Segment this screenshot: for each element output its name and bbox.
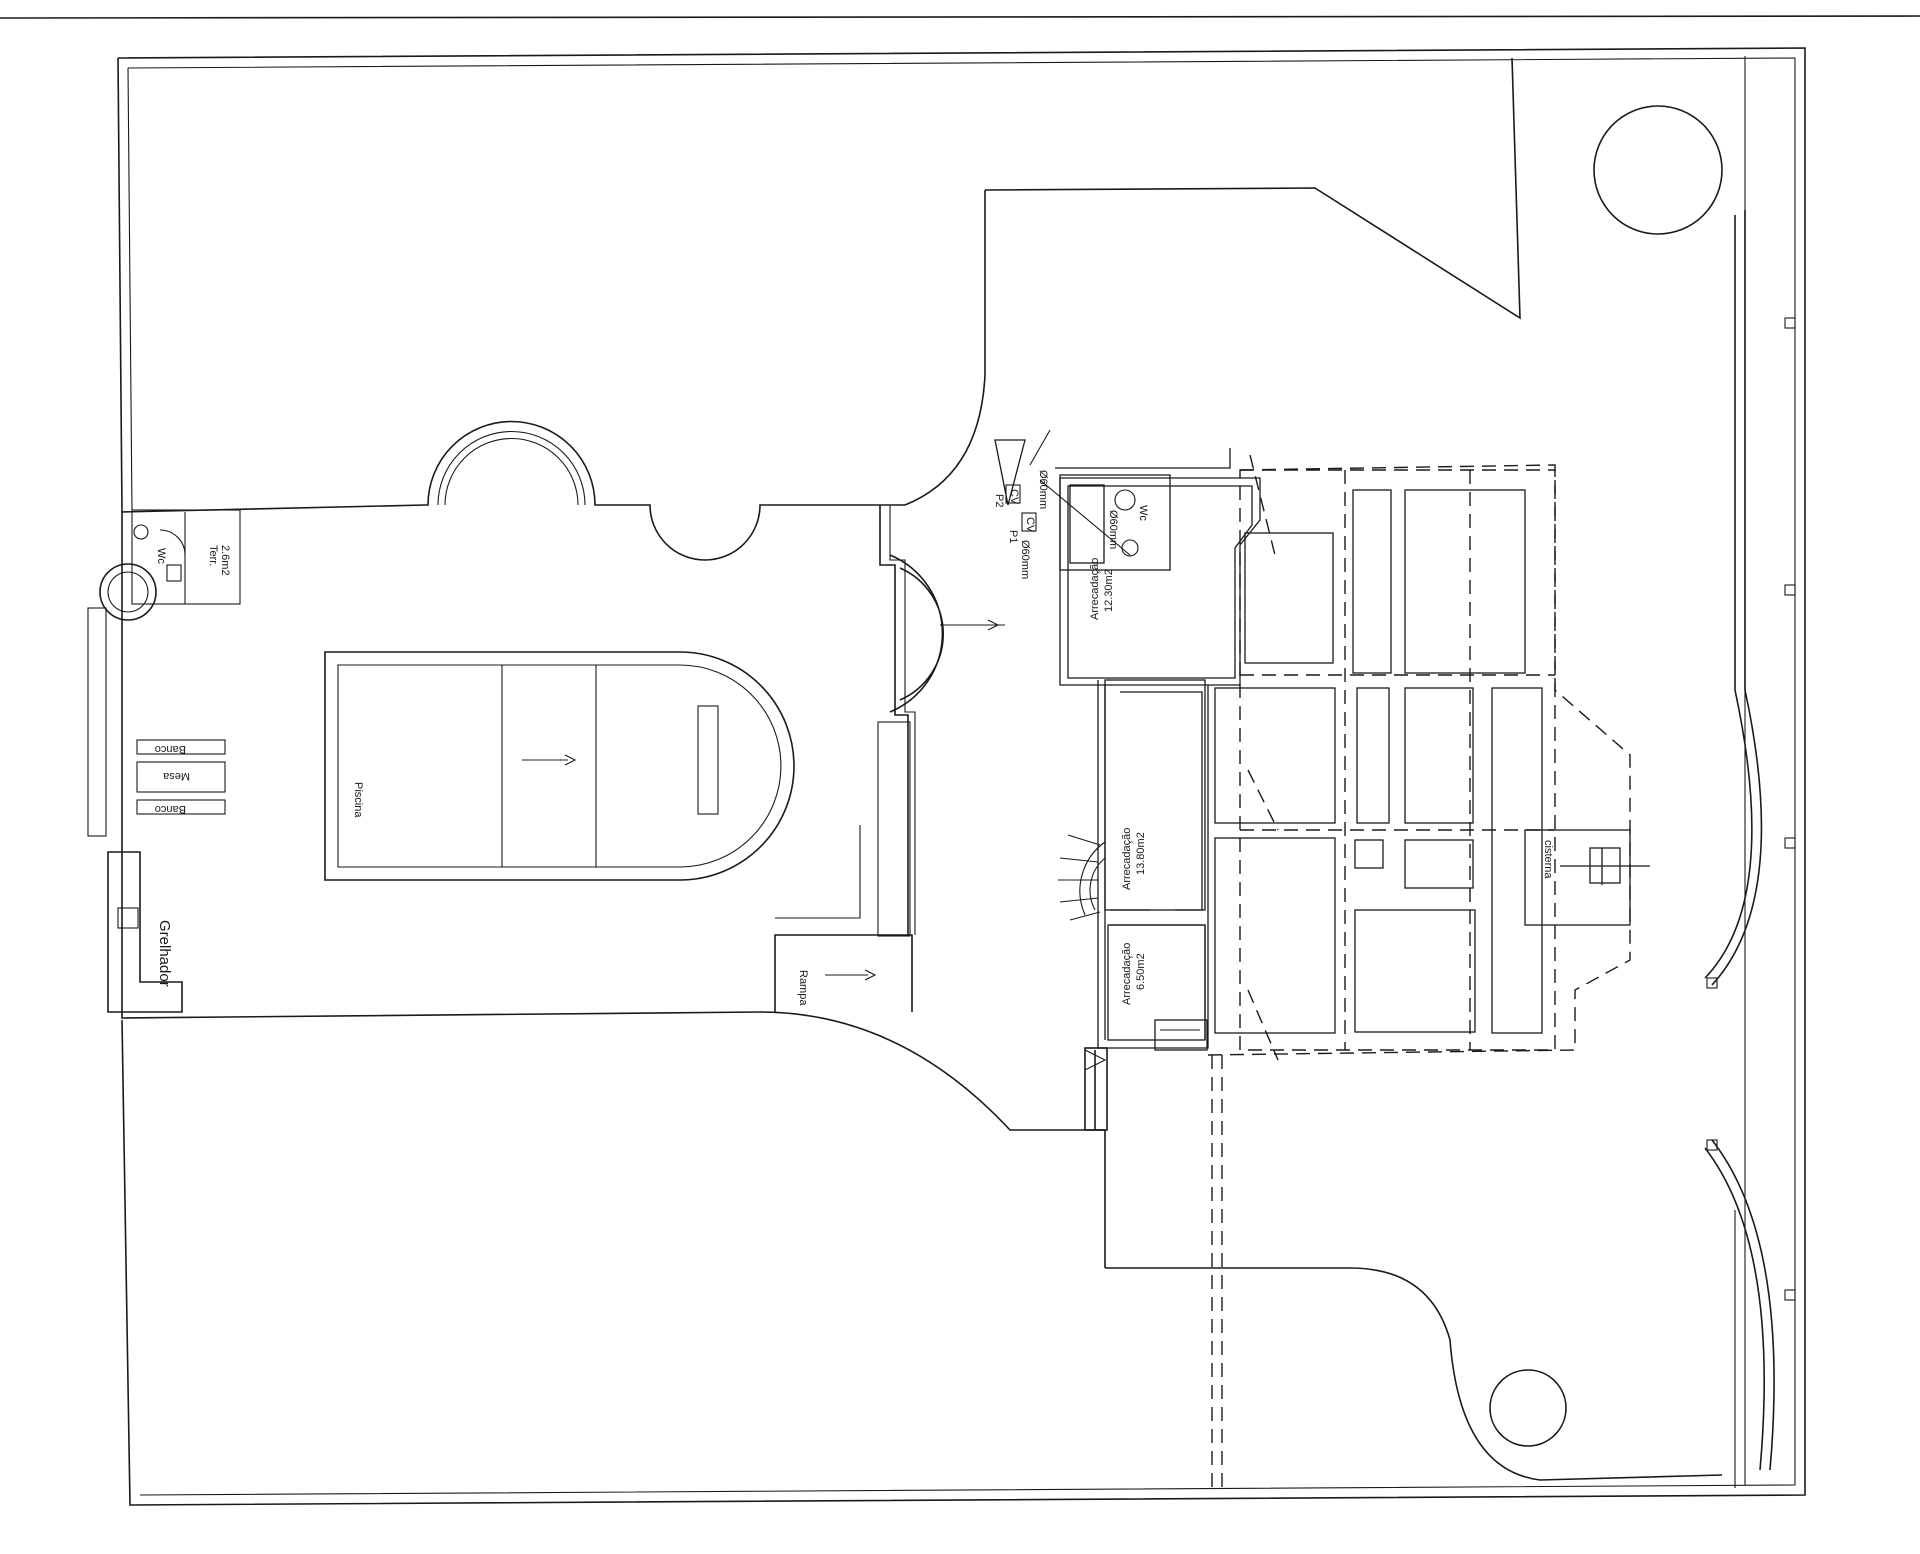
- lawn-south-curve: [1105, 1267, 1723, 1481]
- stair-landing-arc: [889, 554, 945, 713]
- left-terrace-details: [87, 509, 241, 1013]
- arrecadacao-2-label: Arrecadação: [1121, 828, 1133, 890]
- mesa-label: Mesa: [162, 770, 190, 782]
- bench-table-group: [136, 739, 226, 815]
- grelhador-label: Grelhador: [156, 920, 173, 987]
- arrecadacao-2-area: 13.80m2: [1135, 832, 1147, 875]
- tree-circle-south: [1489, 1369, 1567, 1447]
- bench-bottom: [136, 799, 226, 815]
- p1-label: P1: [1007, 530, 1019, 543]
- cv-1-label: CV: [1008, 489, 1020, 505]
- arrecadacao-1-label: Arrecadação: [1089, 558, 1101, 620]
- cisterna-label: cisterna: [1542, 840, 1554, 879]
- arrecadacao-1-area: 12.30m2: [1103, 569, 1115, 612]
- piscina-label: Piscina: [352, 782, 364, 818]
- retaining-wall-ne: [1704, 210, 1763, 986]
- dashed-structure-grid: [1207, 454, 1631, 1490]
- retaining-wall-se: [1704, 1139, 1775, 1471]
- spiral-staircase: [1058, 834, 1106, 921]
- table: [136, 761, 226, 793]
- arrecadacao-3-area: 6.50m2: [1135, 953, 1147, 990]
- lawn-north: [904, 57, 1521, 506]
- tree-circle-north: [1593, 105, 1723, 235]
- property-boundary: [117, 47, 1806, 1506]
- wc-left-label: Wc: [155, 548, 167, 564]
- swimming-pool: [324, 651, 795, 881]
- pipe-3-label: Ø60mm: [1107, 510, 1119, 549]
- upper-semicircle-planter: [437, 431, 586, 506]
- terr-area-label: 2.6m2: [219, 545, 231, 576]
- interior-rooms: [1214, 489, 1650, 1034]
- rampa-label: Rampa: [797, 970, 809, 1006]
- wc-block: [1005, 429, 1171, 571]
- upper-terrace: [121, 420, 1096, 1131]
- entrance-arrow: [1084, 1049, 1107, 1071]
- storage-rooms: [1104, 679, 1208, 1051]
- pipe-1-label: Ø60mm: [1037, 470, 1049, 509]
- arrecadacao-3-label: Arrecadação: [1121, 943, 1133, 1005]
- bench-top: [136, 739, 226, 755]
- cv-2-label: CV: [1024, 517, 1036, 533]
- banco-bottom-label: Banco: [155, 803, 186, 815]
- pipe-2-label: Ø60mm: [1019, 540, 1031, 579]
- p2-label: P2: [993, 494, 1005, 507]
- banco-top-label: Banco: [155, 743, 186, 755]
- wc-right-label: Wc: [1137, 505, 1149, 521]
- header-rule: [0, 15, 1920, 19]
- ramp-area: [774, 505, 916, 1012]
- terr-label: Terr.: [207, 545, 219, 566]
